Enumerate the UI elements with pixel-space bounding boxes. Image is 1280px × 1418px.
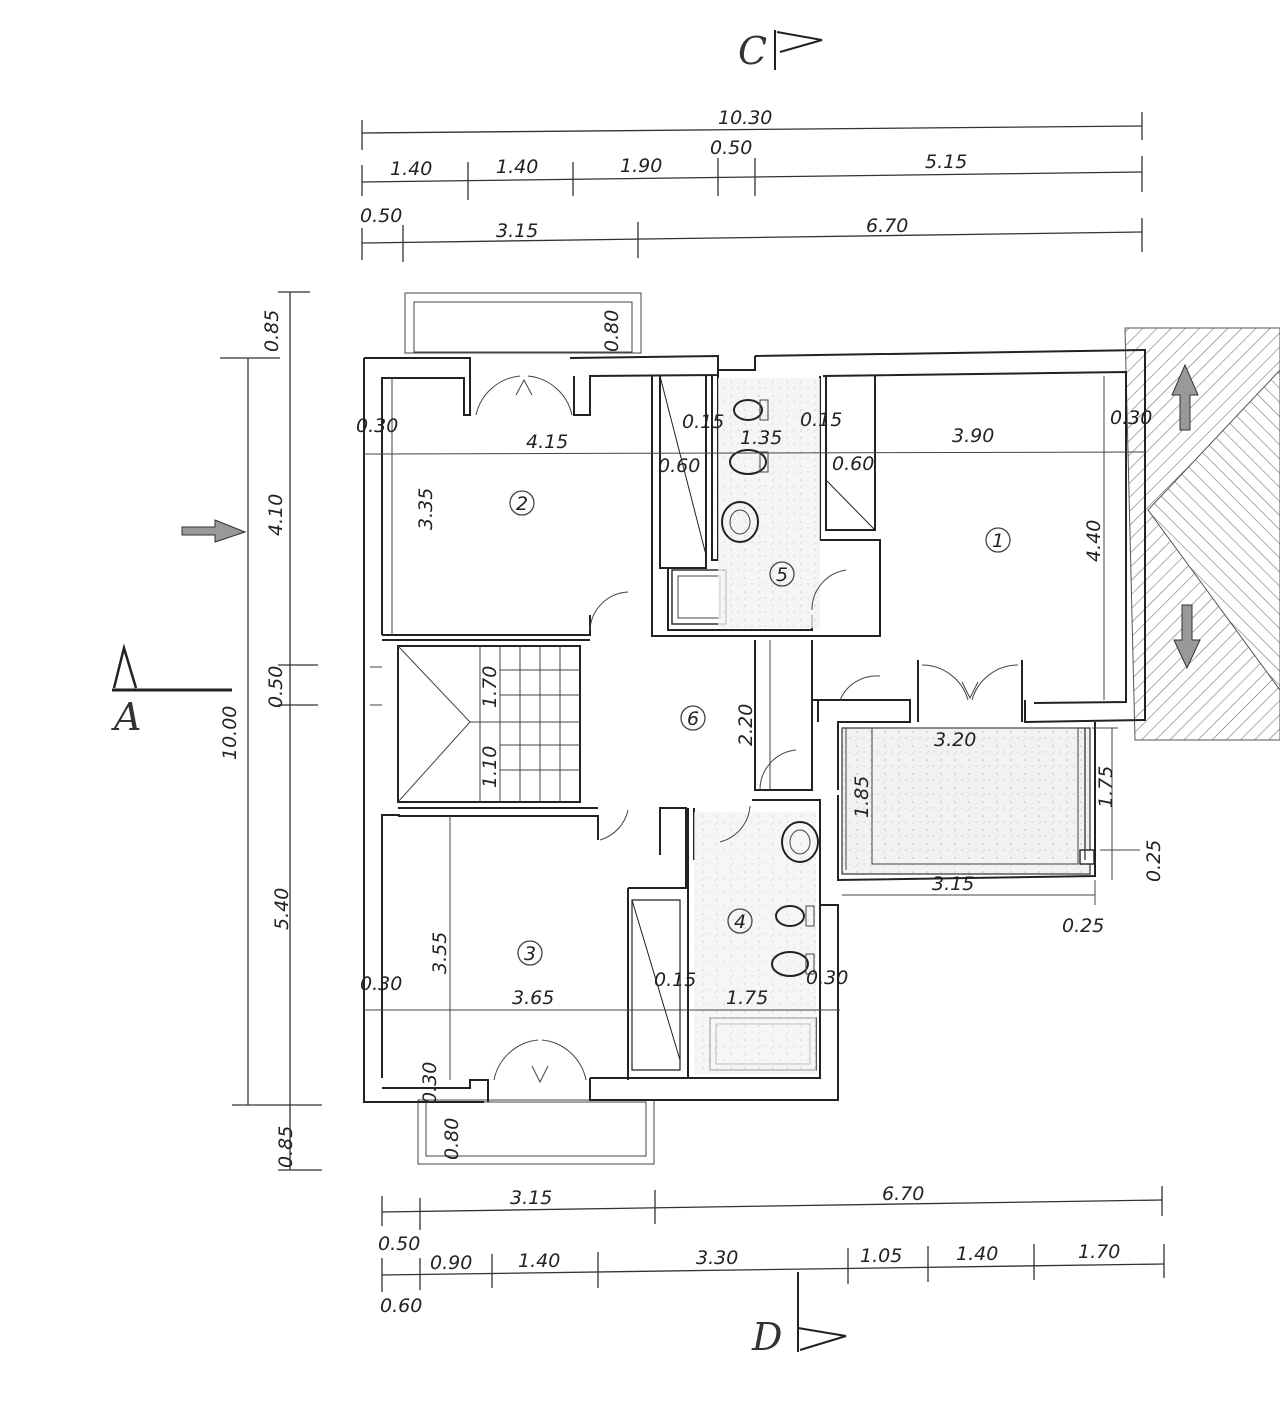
- dim-left-part-4: 0.85: [275, 1126, 297, 1168]
- balcony-top: 0.80: [404, 292, 642, 354]
- dim-bath5-3: 0.60: [658, 455, 700, 477]
- room-dimension-lines: [363, 376, 1146, 1080]
- dim-balcony-bottom-1: 0.30: [419, 1062, 441, 1104]
- dim-stairs-1: 1.10: [479, 746, 501, 788]
- terrace: [841, 727, 1095, 875]
- left-dimensions: 10.00 0.85 4.10 0.50 5.40 0.85: [219, 291, 322, 1171]
- dim-bath5-1: 1.35: [740, 427, 782, 449]
- dim-bottom-r2-5: 1.40: [956, 1243, 998, 1265]
- room-3-label: 3: [524, 943, 536, 965]
- dim-bottom-r2-1: 0.90: [430, 1252, 472, 1274]
- dim-top-r1-4: 5.15: [925, 151, 967, 173]
- dim-left-total: 10.00: [219, 706, 241, 760]
- arrow-up-icon: [1171, 363, 1199, 431]
- dim-bath4-2: 0.30: [806, 967, 848, 989]
- dim-bath5-0: 0.15: [682, 411, 724, 433]
- room-5: 5: [769, 561, 795, 587]
- toilet-icon: [733, 399, 769, 421]
- dim-bottom-r2-0: 0.50: [378, 1233, 420, 1255]
- room-2: 2: [509, 490, 535, 516]
- dim-bath5-4: 0.60: [832, 453, 874, 475]
- dim-top-r1-0: 1.40: [390, 158, 432, 180]
- section-marker-a: A: [111, 643, 232, 739]
- dim-bottom-r2-3: 3.30: [696, 1247, 738, 1269]
- dim-left-part-0: 0.85: [261, 310, 283, 352]
- dim-room1-width: 3.90: [952, 425, 994, 447]
- dim-top-r1-2: 1.90: [620, 155, 662, 177]
- dim-room1-depth: 4.40: [1083, 520, 1105, 562]
- top-dimensions: 10.30 1.40 1.40 1.90 0.50 5.15 0.50 3.15…: [360, 107, 1143, 262]
- dim-left-part-3: 5.40: [271, 888, 293, 930]
- bottom-dimensions: 3.15 6.70 0.50 0.90 1.40 3.30 1.05 1.40 …: [378, 1183, 1165, 1317]
- dim-bath4-0: 0.15: [654, 969, 696, 991]
- exterior-walls: [363, 348, 1146, 1103]
- dim-top-r2-2: 6.70: [866, 215, 908, 237]
- dim-terrace-post-h: 0.25: [1062, 915, 1104, 937]
- room-1: 1: [985, 527, 1011, 553]
- sink-icon: [721, 501, 759, 543]
- section-label-d: D: [751, 1315, 782, 1359]
- dim-bath4-1: 1.75: [726, 987, 768, 1009]
- room-2-label: 2: [516, 493, 528, 515]
- dim-terrace-depth: 1.85: [851, 776, 873, 818]
- dim-bottom-r2-2: 1.40: [518, 1250, 560, 1272]
- dim-terrace-post-v: 0.25: [1143, 840, 1165, 882]
- section-label-a: A: [111, 695, 141, 739]
- dim-room3-wall: 0.30: [360, 973, 402, 995]
- bath4-floor: [694, 812, 816, 1074]
- dim-terrace-width: 3.20: [934, 729, 976, 751]
- bidet-icon: [729, 449, 769, 475]
- room-3: 3: [517, 940, 543, 966]
- dim-bottom-r2-4: 1.05: [860, 1245, 902, 1267]
- room-1-label: 1: [992, 530, 1004, 552]
- dim-hall6: 2.20: [735, 704, 757, 746]
- dim-room1-wall: 0.30: [1110, 407, 1152, 429]
- room-dimension-texts: 0.30 4.15 3.35 0.15 1.35 0.15 0.60 0.60 …: [356, 407, 1165, 1009]
- dim-top-r1-3: 0.50: [710, 137, 752, 159]
- dim-room2-wall: 0.30: [356, 415, 398, 437]
- dim-room3-depth: 3.55: [429, 932, 451, 974]
- roof-hatch: [181, 327, 1280, 741]
- dim-room3-width: 3.65: [512, 987, 554, 1009]
- balcony-bottom: 0.80 0.30: [417, 1062, 655, 1165]
- arrow-down-icon: [1173, 604, 1201, 670]
- dim-terrace-bottom: 3.15: [932, 873, 974, 895]
- section-marker-c: C: [738, 29, 823, 73]
- dim-left-part-2: 0.50: [265, 666, 287, 708]
- dim-top-r2-0: 0.50: [360, 205, 402, 227]
- room-4: 4: [727, 908, 753, 934]
- dim-top-total: 10.30: [718, 107, 772, 129]
- interior-walls: [382, 375, 1023, 1080]
- room-6: 6: [680, 705, 706, 731]
- room-6-label: 6: [687, 708, 699, 730]
- dim-balcony-top: 0.80: [601, 310, 623, 352]
- dim-top-r2-1: 3.15: [496, 220, 538, 242]
- dim-bottom-extra: 0.60: [380, 1295, 422, 1317]
- dim-left-part-1: 4.10: [265, 494, 287, 536]
- dim-bottom-r2-6: 1.70: [1078, 1241, 1120, 1263]
- arrow-right-icon: [181, 519, 247, 543]
- dim-balcony-bottom-0: 0.80: [441, 1118, 463, 1160]
- dim-stairs-0: 1.70: [479, 666, 501, 708]
- room-numbers: 1 2 3 4 5 6: [509, 490, 1011, 966]
- section-label-c: C: [738, 29, 767, 73]
- bidet-icon: [771, 951, 815, 977]
- dim-bath5-2: 0.15: [800, 409, 842, 431]
- sink-icon: [781, 821, 819, 863]
- dim-bottom-r1-1: 6.70: [882, 1183, 924, 1205]
- dim-bottom-r1-0: 3.15: [510, 1187, 552, 1209]
- room-5-label: 5: [776, 564, 788, 586]
- section-marker-d: D: [751, 1272, 847, 1359]
- dim-room2-depth: 3.35: [415, 488, 437, 530]
- dim-top-r1-1: 1.40: [496, 156, 538, 178]
- toilet-icon: [775, 905, 815, 927]
- dim-room2-width: 4.15: [526, 431, 568, 453]
- dim-terrace-depth-2: 1.75: [1095, 766, 1117, 808]
- room-4-label: 4: [734, 911, 746, 933]
- sanitary-fixtures: [721, 399, 819, 977]
